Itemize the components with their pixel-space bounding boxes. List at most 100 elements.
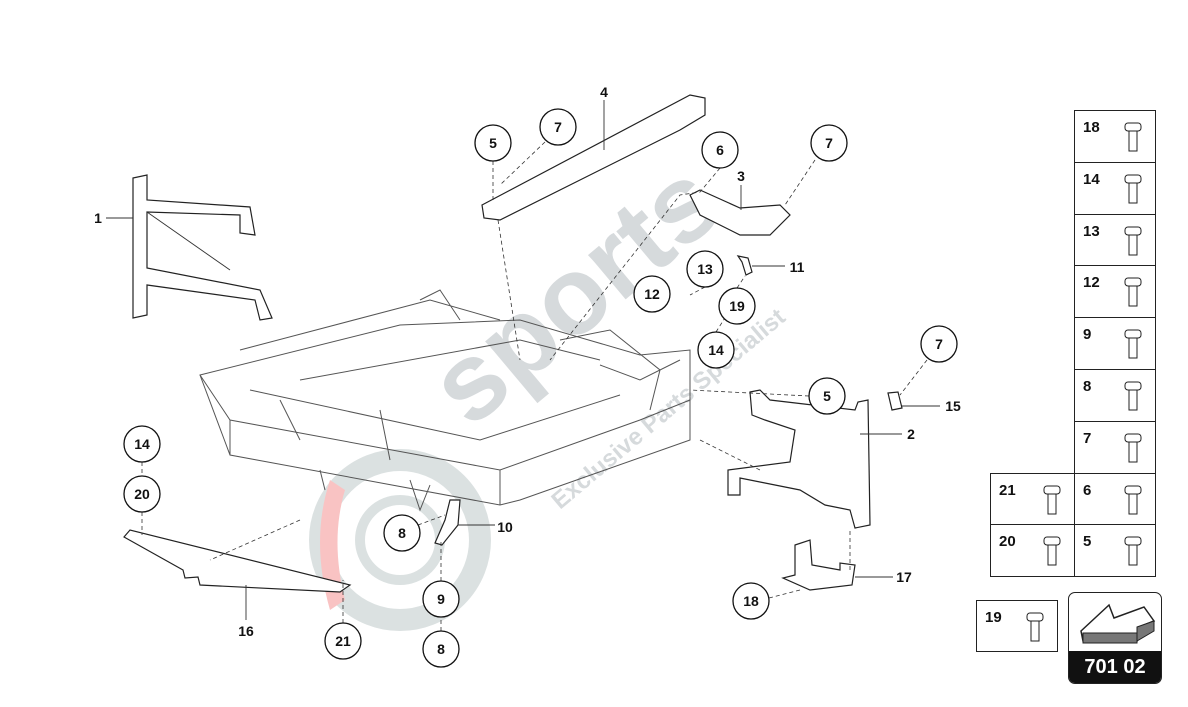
parts-table-cell: 18 [1074,110,1156,163]
leader-lines [106,100,940,631]
label-11: 11 [790,259,805,275]
parts-table-cell: 7 [1074,420,1156,474]
callout-number: 18 [743,593,759,609]
parts-table-cell: 9 [1074,317,1156,370]
callout-circle [539,108,577,146]
fastener-icon [1124,433,1142,463]
diagram-reference-box: 701 02 [1068,592,1162,684]
parts-table-cell: 20 [990,524,1075,578]
label-2: 2 [907,426,915,442]
parts-table-cell: 14 [1074,161,1156,215]
fastener-icon [1124,226,1142,256]
part-number: 14 [1083,170,1100,188]
part-number: 9 [1083,326,1092,344]
callout-c18: 18 [732,582,770,620]
callout-circle [701,131,739,169]
callout-circle [123,475,161,513]
callout-c9: 9 [422,580,460,618]
fastener-icon [1124,174,1142,204]
callout-c8a: 8 [383,514,421,552]
callout-c5a: 5 [474,124,512,162]
callout-circle [718,287,756,325]
label-1: 1 [94,210,102,226]
callout-circle [697,331,735,369]
callout-circle [808,377,846,415]
callout-c21: 21 [324,622,362,660]
callout-circle [633,275,671,313]
fastener-icon [1124,485,1142,515]
label-4: 4 [600,84,608,100]
label-10: 10 [497,519,513,535]
callout-number: 7 [825,135,833,151]
callout-circle [422,580,460,618]
part-3-bracket [689,189,791,236]
callout-number: 9 [437,591,445,607]
parts-table-cell: 21 [990,472,1075,526]
callout-circle [474,124,512,162]
part-number: 6 [1083,481,1092,499]
callout-circle [324,622,362,660]
callout-circle [383,514,421,552]
callout-number: 8 [437,641,445,657]
callout-number: 19 [729,298,745,314]
part-10-bracket [434,499,461,546]
callout-c7b: 7 [810,124,848,162]
part-number: 13 [1083,222,1100,240]
parts-table-cell: 12 [1074,265,1156,319]
callout-circle [920,325,958,363]
callout-number: 5 [489,135,497,151]
callout-number: 6 [716,142,724,158]
label-3: 3 [737,168,745,184]
callout-number: 20 [134,486,150,502]
callout-number: 8 [398,525,406,541]
callout-circle [422,630,460,668]
callout-c7c: 7 [920,325,958,363]
part-15-clip [887,391,903,411]
callout-circle [810,124,848,162]
callout-circle [686,250,724,288]
part-number: 7 [1083,429,1092,447]
callout-circle [732,582,770,620]
diagram-code: 701 02 [1069,651,1161,683]
callout-c14a: 14 [697,331,735,369]
parts-table-cell-19: 19 [976,600,1058,652]
label-15: 15 [945,398,961,414]
callout-number: 5 [823,388,831,404]
part-1-bracket [132,174,273,321]
part-number: 8 [1083,378,1092,395]
callout-c6: 6 [701,131,739,169]
parts-table-cell: 5 [1074,524,1156,578]
parts-table-cell: 8 [1074,369,1156,422]
parts-table-cell: 13 [1074,213,1156,267]
label-16: 16 [238,623,254,639]
callout-c19: 19 [718,287,756,325]
callout-number: 7 [935,336,943,352]
part-number: 12 [1083,274,1100,292]
callout-c5b: 5 [808,377,846,415]
fastener-icon [1124,277,1142,307]
callout-c20: 20 [123,475,161,513]
fastener-icon [1124,536,1142,566]
callout-number: 14 [134,436,150,452]
parts-table-cell: 6 [1074,472,1156,526]
part-11-clip [736,255,753,276]
callout-c14b: 14 [123,425,161,463]
part-number: 5 [1083,533,1092,551]
part-4-crossmember [481,94,706,221]
chassis-frame [199,289,691,512]
label-17: 17 [896,569,912,585]
part-number: 21 [999,481,1016,499]
fastener-icon [1026,612,1044,642]
fastener-icon [1124,381,1142,411]
arrow-icon [1080,603,1156,644]
fastener-icon [1124,122,1142,152]
callout-number: 13 [697,261,713,277]
callout-c13: 13 [686,250,724,288]
callout-number: 14 [708,342,724,358]
callout-number: 21 [335,633,351,649]
part-2-bracket [727,389,871,529]
callout-number: 12 [644,286,660,302]
callout-number: 7 [554,119,562,135]
callout-c8b: 8 [422,630,460,668]
